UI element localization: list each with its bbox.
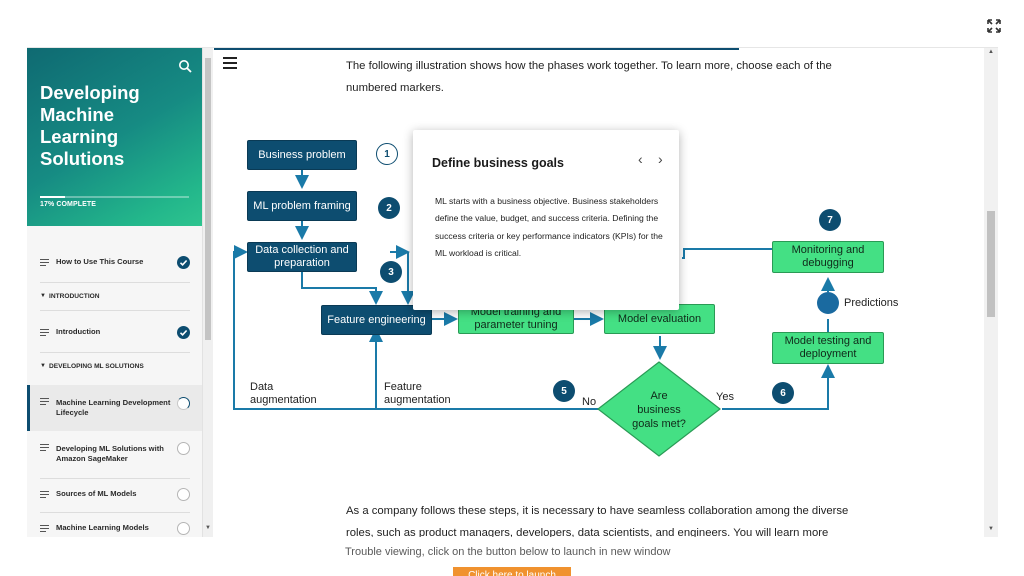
not-started-icon: [177, 442, 190, 455]
lesson-icon: [40, 490, 49, 498]
marker-3[interactable]: 3: [380, 261, 402, 283]
in-progress-icon: [177, 397, 190, 410]
decision-label: Are business goals met?: [632, 390, 686, 430]
lesson-progress-bar: [214, 48, 739, 50]
sidebar-item-label: Machine Learning Development Lifecycle: [56, 398, 171, 417]
scroll-up-arrow-icon[interactable]: ▲: [988, 49, 994, 55]
caret-down-icon: ▼: [40, 363, 46, 369]
sidebar-scrollbar[interactable]: ▼: [203, 48, 213, 537]
sidebar-item-ml-lifecycle[interactable]: Machine Learning Development Lifecycle: [27, 385, 202, 431]
complete-check-icon: [177, 255, 190, 269]
course-progress-bar: [40, 196, 189, 198]
lesson-content: The following illustration shows how the…: [214, 48, 998, 537]
sidebar-item-label: Introduction: [56, 327, 101, 336]
popup-body: ML starts with a business objective. Bus…: [435, 196, 663, 258]
marker-1[interactable]: 1: [376, 143, 398, 165]
sidebar-item-sources[interactable]: Sources of ML Models: [27, 484, 202, 504]
not-started-icon: [177, 487, 190, 501]
marker-7[interactable]: 7: [819, 209, 841, 231]
sidebar-item-label: Machine Learning Models: [56, 523, 149, 532]
sidebar-item-label: Sources of ML Models: [56, 489, 137, 498]
model-testing-box: Model testing and deployment: [772, 332, 884, 364]
data-collection-box: Data collection and preparation: [247, 242, 357, 272]
outro-paragraph: As a company follows these steps, it is …: [346, 505, 849, 537]
yes-label: Yes: [716, 391, 734, 403]
course-frame: Developing Machine Learning Solutions 17…: [27, 47, 998, 537]
chevron-left-icon[interactable]: ‹: [638, 151, 643, 167]
lesson-icon: [40, 258, 49, 266]
menu-icon[interactable]: [223, 57, 237, 69]
lesson-icon: [40, 444, 49, 451]
divider: [40, 310, 190, 311]
marker-popup: Define business goals ‹ › ML starts with…: [413, 130, 679, 310]
intro-paragraph: The following illustration shows how the…: [346, 60, 832, 94]
divider: [40, 282, 190, 283]
diagram-connectors: [233, 170, 869, 410]
marker-5[interactable]: 5: [553, 380, 575, 402]
lesson-icon: [40, 328, 49, 336]
trouble-viewing-text: Trouble viewing, click on the button bel…: [345, 546, 671, 558]
course-sidebar: Developing Machine Learning Solutions 17…: [27, 48, 203, 537]
marker-2[interactable]: 2: [378, 197, 400, 219]
sidebar-item-sagemaker[interactable]: Developing ML Solutions with Amazon Sage…: [27, 442, 202, 466]
monitoring-box: Monitoring and debugging: [772, 241, 884, 273]
popup-title: Define business goals: [432, 156, 564, 170]
search-icon[interactable]: [178, 59, 192, 73]
course-title: Developing Machine Learning Solutions: [40, 82, 140, 169]
sidebar-item-label: How to Use This Course: [56, 257, 144, 266]
feature-augmentation-label: Feature augmentation: [384, 381, 451, 406]
content-scrollbar-thumb[interactable]: [987, 211, 995, 317]
sidebar-scrollbar-thumb[interactable]: [205, 58, 211, 340]
complete-check-icon: [177, 325, 190, 339]
no-label: No: [582, 396, 597, 408]
expand-icon[interactable]: [987, 19, 1001, 33]
divider: [40, 352, 190, 353]
sidebar-item-introduction[interactable]: Introduction: [27, 322, 202, 342]
predictions-node: [817, 292, 839, 314]
sidebar-item-how-to-use[interactable]: How to Use This Course: [27, 252, 202, 272]
marker-6[interactable]: 6: [772, 382, 794, 404]
caret-down-icon: ▼: [40, 293, 46, 299]
divider: [40, 478, 190, 479]
content-scrollbar[interactable]: ▲ ▼: [984, 48, 998, 537]
section-label: INTRODUCTION: [49, 293, 100, 300]
section-label: DEVELOPING ML SOLUTIONS: [49, 363, 144, 370]
business-problem-box: Business problem: [247, 140, 357, 170]
course-progress-fill: [40, 196, 66, 198]
sidebar-header: Developing Machine Learning Solutions 17…: [27, 48, 202, 226]
lesson-icon: [40, 524, 49, 532]
lesson-icon: [40, 398, 49, 405]
data-augmentation-label: Data augmentation: [250, 381, 317, 406]
ml-problem-framing-box: ML problem framing: [247, 191, 357, 221]
launch-button[interactable]: Click here to launch: [453, 567, 571, 576]
sidebar-item-ml-models[interactable]: Machine Learning Models: [27, 518, 202, 537]
divider: [40, 512, 190, 513]
decision-diamond: [597, 361, 721, 457]
scroll-down-arrow-icon[interactable]: ▼: [205, 525, 211, 531]
scroll-down-arrow-icon[interactable]: ▼: [988, 526, 994, 532]
sidebar-item-label: Developing ML Solutions with Amazon Sage…: [56, 444, 164, 463]
predictions-label: Predictions: [844, 297, 899, 309]
not-started-icon: [177, 521, 190, 535]
chevron-right-icon[interactable]: ›: [658, 151, 663, 167]
course-progress-label: 17% COMPLETE: [40, 201, 97, 208]
feature-engineering-box: Feature engineering: [321, 305, 432, 335]
ml-lifecycle-diagram: Business problem ML problem framing Data…: [214, 48, 984, 537]
